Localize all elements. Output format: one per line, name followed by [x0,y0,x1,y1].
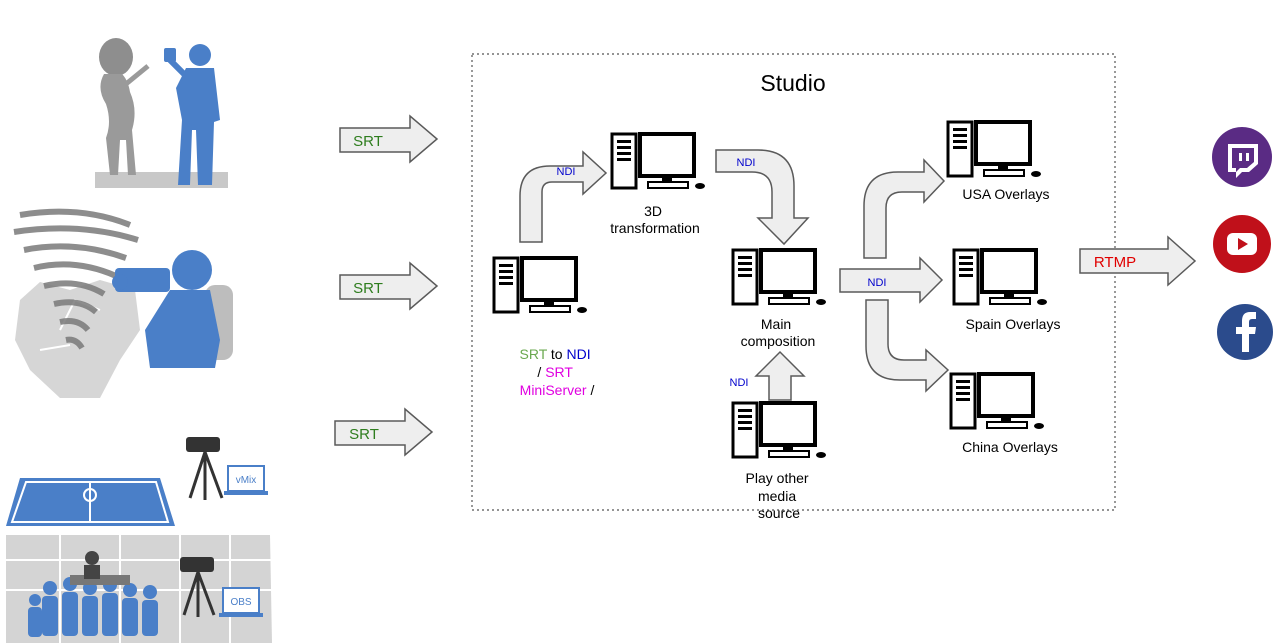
facebook-icon [1217,304,1273,360]
ndi-arrow-from-media: NDI [730,350,806,401]
rtmp-arrow: RTMP [1079,235,1197,287]
ndi-arrow-split-to-overlays: NDI [839,158,950,393]
main-composition-computer [731,248,828,307]
usa-overlays-label: USA Overlays [962,186,1049,202]
converter-slash: / [537,364,545,380]
ndi-label-from-media: NDI [730,377,749,389]
twitch-icon [1212,127,1272,187]
ndi-label-to-main: NDI [737,157,756,169]
main-composition-label: Main composition [741,316,816,349]
srt-arrow-2: SRT [339,261,439,311]
main-line1: Main [761,316,791,332]
transform3d-line1: 3D [644,203,662,219]
converter-srt2: SRT [545,364,573,380]
converter-srt: SRT [520,346,548,362]
converter-trail: / [587,382,595,398]
usa-overlays-computer [946,120,1043,179]
srt-label-3: SRT [349,426,379,443]
ndi-arrow-to-main: NDI [715,149,810,246]
tornado-reporter-illustration [8,208,233,400]
studio-title: Studio [760,70,825,96]
converter-label: SRT to NDI / SRT MiniServer / [520,346,595,398]
studio-box [471,53,1116,511]
ndi-arrow-to-3d: NDI [519,150,608,243]
rtmp-label: RTMP [1094,254,1136,271]
media-line3: source [758,505,800,521]
main-line2: composition [741,333,816,349]
china-overlays-label: China Overlays [962,439,1058,455]
interview-illustration [95,38,228,188]
youtube-icon [1213,215,1271,273]
srt-label-1: SRT [353,133,383,150]
srt-label-2: SRT [353,280,383,297]
spain-overlays-label: Spain Overlays [966,316,1061,332]
converter-to: to [547,346,566,362]
transform3d-line2: transformation [610,220,699,236]
vmix-label: vMix [236,475,257,486]
media-line1: Play other [746,470,809,486]
spain-overlays-computer [952,248,1049,307]
srt-arrow-3: SRT [334,407,434,457]
ndi-label-split: NDI [868,277,887,289]
media-line2: media [758,488,796,504]
converter-ndi: NDI [566,346,590,362]
obs-label: OBS [230,597,251,608]
srt-arrow-1: SRT [339,114,439,164]
converter-miniserver: MiniServer [520,382,587,398]
ndi-label-to-3d: NDI [557,166,576,178]
stadium-cameras-illustration: vMix OBS [6,437,272,643]
transform3d-computer [610,132,707,191]
transform3d-label: 3D transformation [610,203,699,236]
media-source-computer [731,401,828,460]
media-source-label: Play other media source [746,470,813,521]
china-overlays-computer [949,372,1046,431]
converter-computer [492,256,589,315]
